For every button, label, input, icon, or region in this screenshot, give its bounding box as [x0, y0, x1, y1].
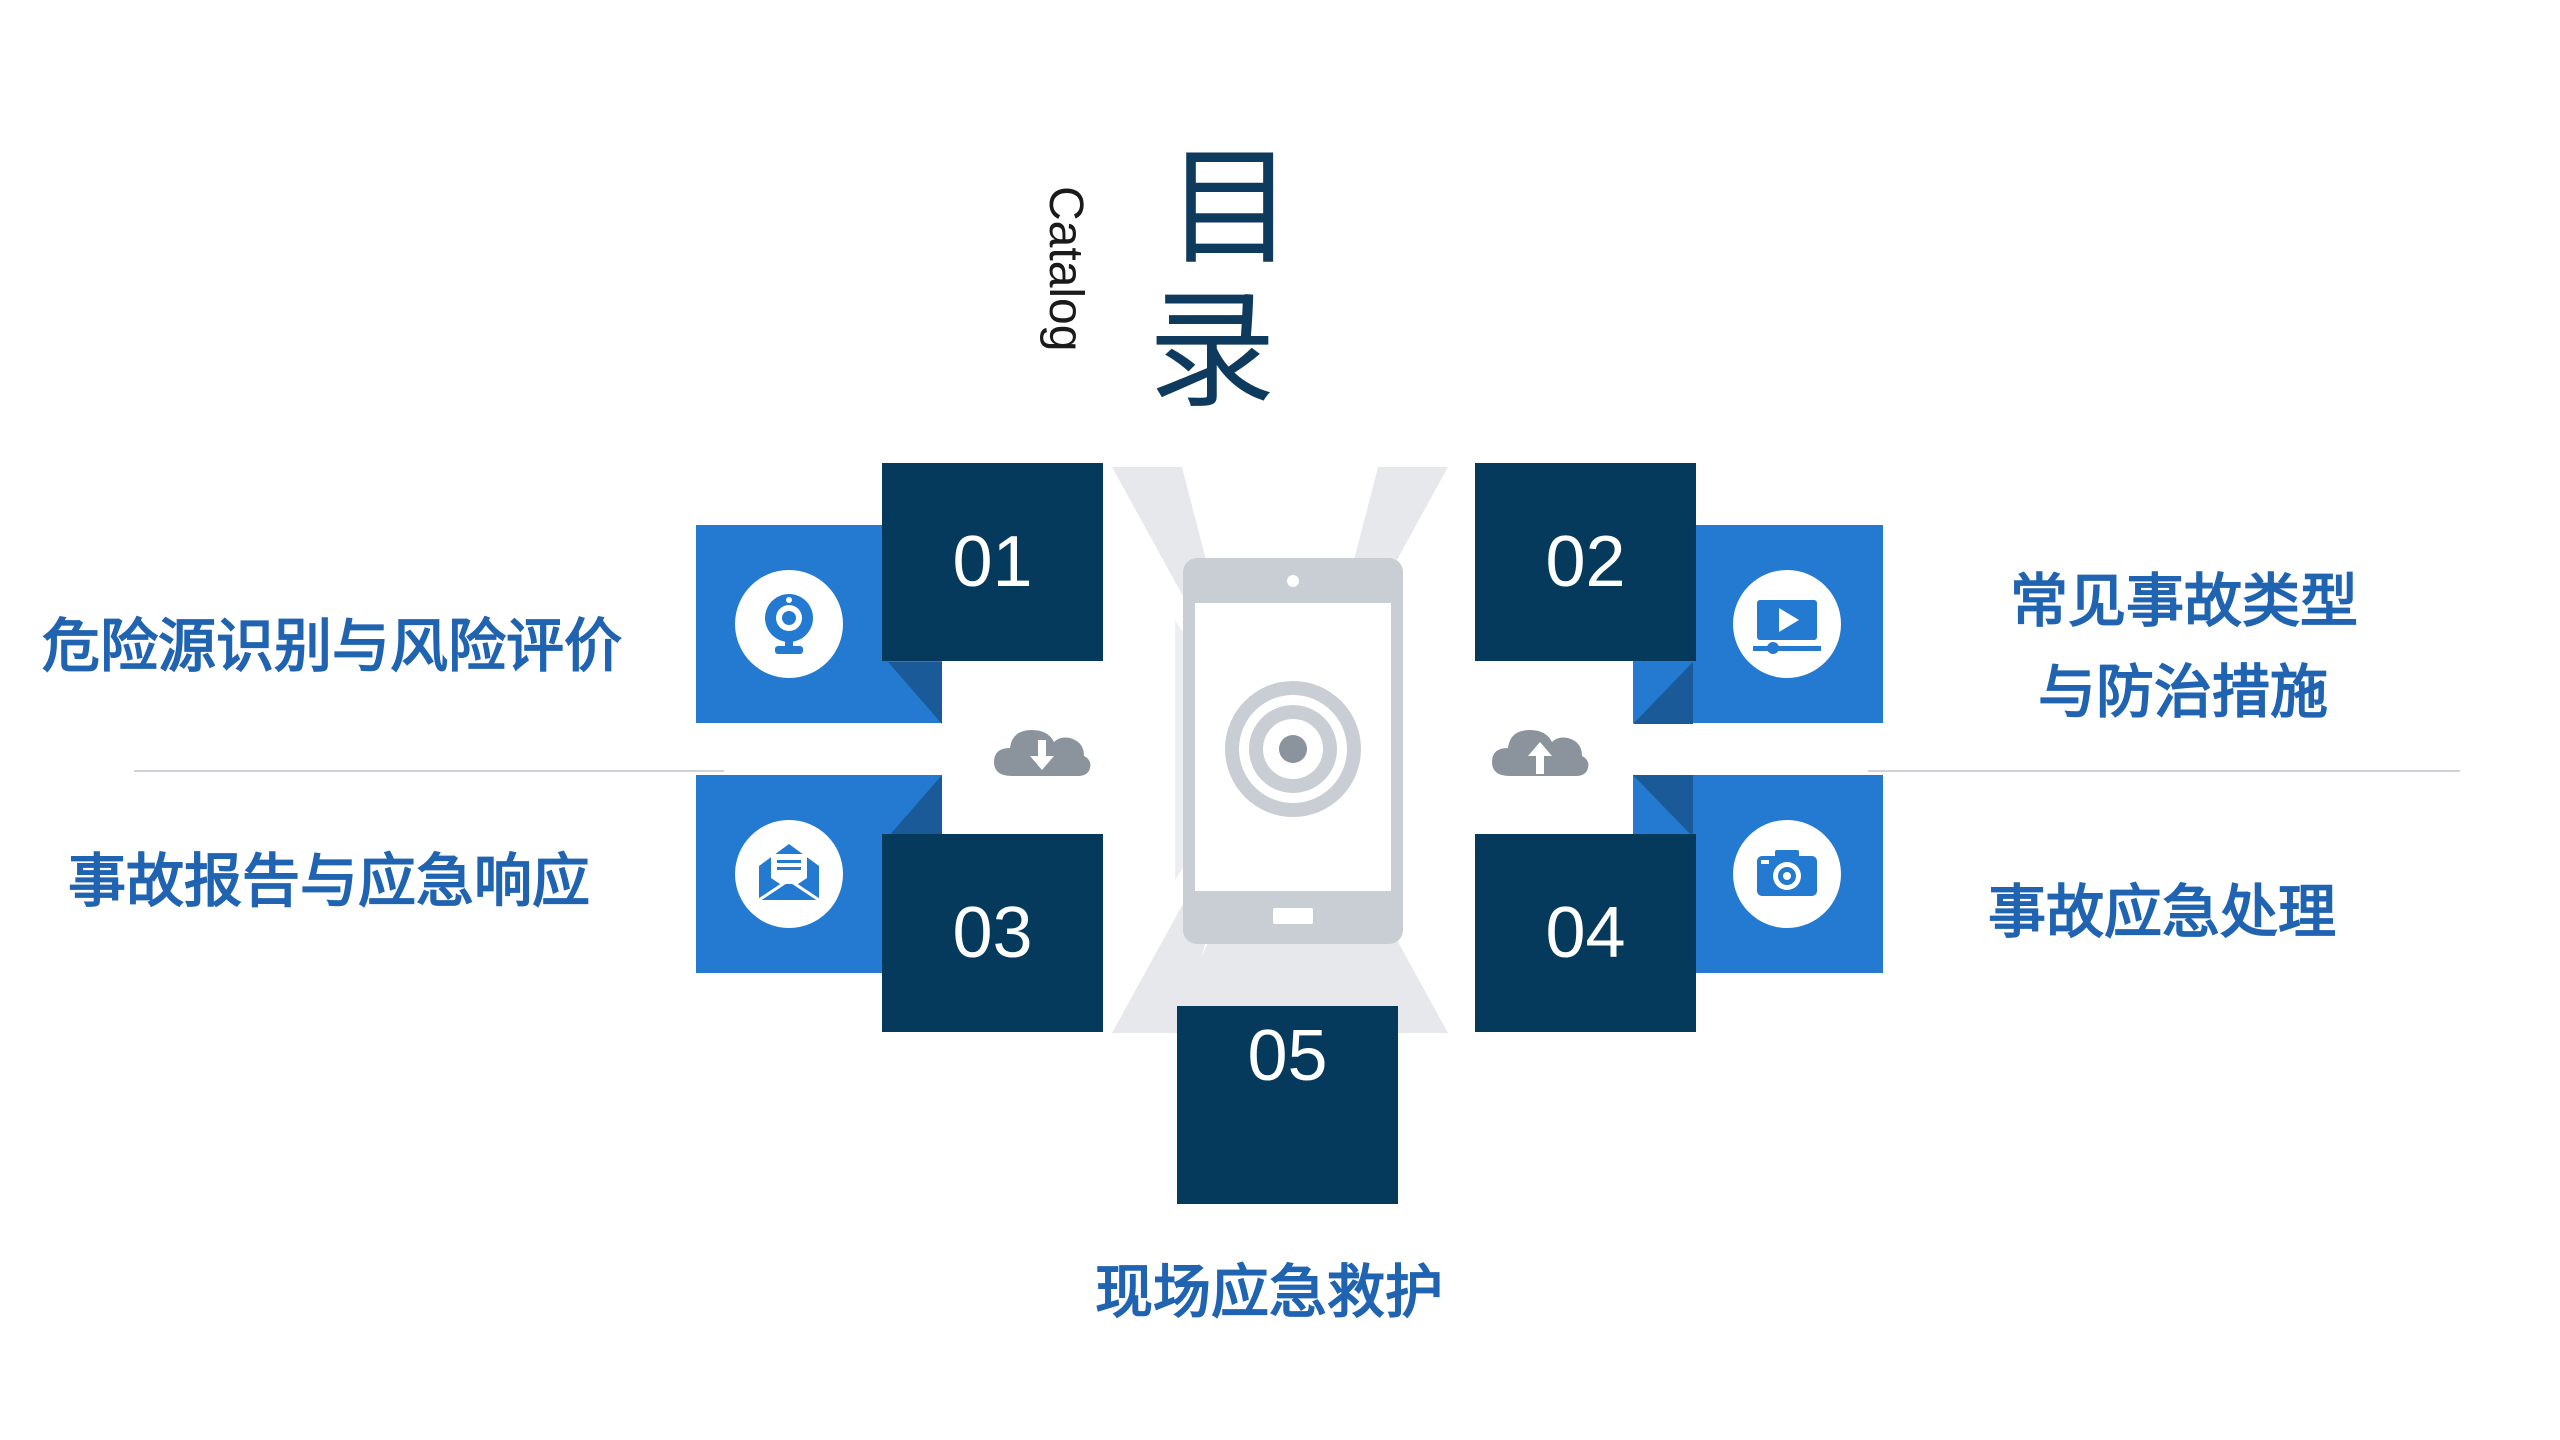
- item-01-fold: [888, 662, 942, 724]
- item-04-icon-wrap: [1733, 820, 1841, 928]
- phone-home-button: [1273, 908, 1313, 924]
- item-04-label[interactable]: 事故应急处理: [1988, 878, 2337, 946]
- item-03-icon-wrap: [735, 820, 843, 928]
- divider-left: [134, 770, 724, 772]
- item-01-number: 01: [882, 463, 1103, 661]
- mail-icon: [758, 844, 820, 902]
- catalog-subtitle: Catalog: [1039, 186, 1092, 352]
- item-02-label-line-1[interactable]: 常见事故类型: [2010, 567, 2359, 635]
- item-05-number-text: 05: [1247, 1016, 1328, 1096]
- item-04-number: 04: [1475, 834, 1696, 1032]
- target-center: [1279, 735, 1307, 763]
- title-char-1: 目: [1166, 134, 1295, 283]
- item-01-icon-wrap: [735, 570, 843, 678]
- cloud-download-icon: [994, 730, 1091, 776]
- item-05-number: 05: [1177, 1006, 1398, 1204]
- divider-right: [1868, 770, 2460, 772]
- item-03-fold: [888, 775, 942, 837]
- item-03-number: 03: [882, 834, 1103, 1032]
- webcam-icon: [765, 594, 813, 654]
- item-02-fold: [1633, 662, 1693, 724]
- item-03-label[interactable]: 事故报告与应急响应: [68, 847, 591, 915]
- phone-camera-dot: [1287, 575, 1299, 587]
- smartphone-target-icon: [1183, 558, 1403, 944]
- camera-icon: [1757, 850, 1817, 896]
- video-player-icon: [1753, 600, 1821, 654]
- item-02-icon-wrap: [1733, 570, 1841, 678]
- item-02-number: 02: [1475, 463, 1696, 661]
- item-05-label[interactable]: 现场应急救护: [1095, 1258, 1444, 1326]
- item-02-label-line-2[interactable]: 与防治措施: [2038, 658, 2329, 726]
- cloud-upload-icon: [1492, 730, 1589, 776]
- title-char-2: 录: [1148, 277, 1277, 426]
- item-04-fold: [1633, 775, 1693, 837]
- item-01-label[interactable]: 危险源识别与风险评价: [42, 612, 623, 680]
